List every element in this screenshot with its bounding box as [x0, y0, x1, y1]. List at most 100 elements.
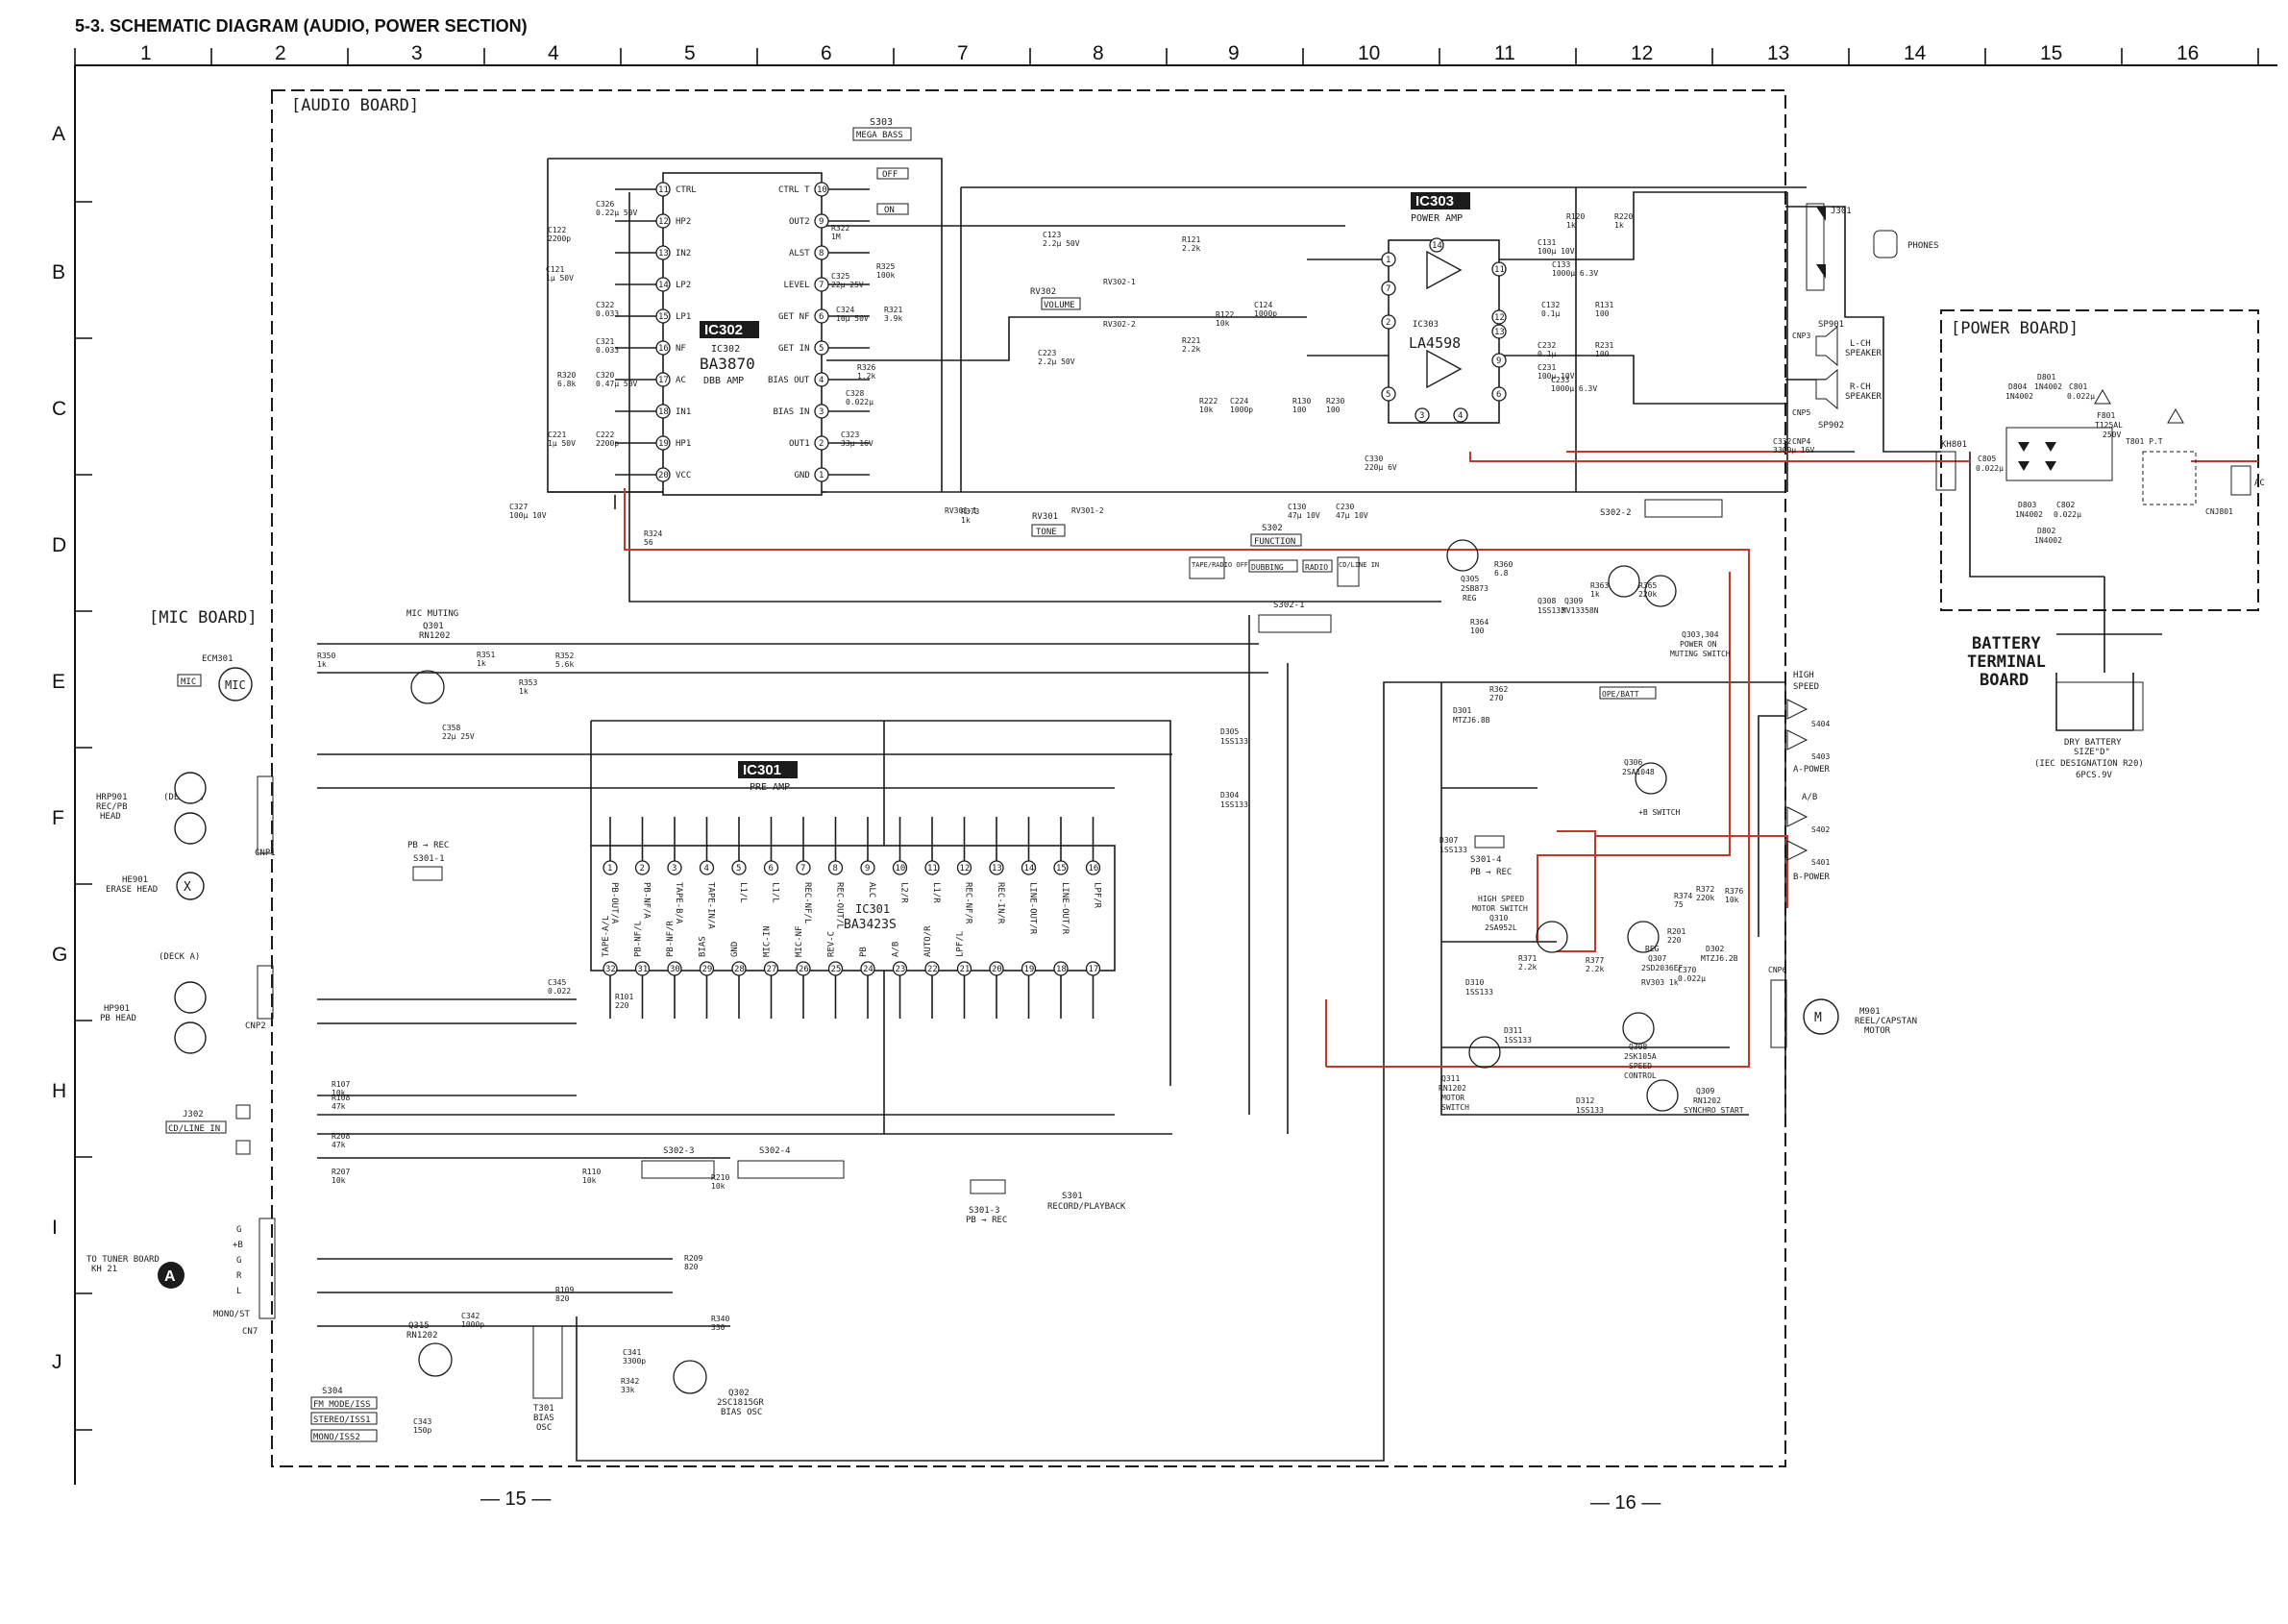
ic301-pin — [731, 860, 747, 875]
svg-text:OSC: OSC — [536, 1423, 552, 1433]
ic302-pin — [814, 404, 829, 419]
s301-record-playback-switch[interactable]: S301 RECORD/PLAYBACK S301-3 PB → REC — [966, 1179, 1126, 1225]
svg-text:1SS133: 1SS133 — [1576, 1106, 1604, 1115]
svg-text:T301: T301 — [533, 1404, 554, 1414]
svg-text:RN1202: RN1202 — [419, 631, 451, 641]
component-value: 0.1μ — [1538, 350, 1556, 358]
ic301-pin-name: PB-NF/R — [666, 920, 676, 957]
component-ref: C328 — [846, 389, 864, 398]
ic302-pin — [814, 308, 829, 324]
q311-transistor-icon — [1468, 1036, 1501, 1069]
svg-text:Q302: Q302 — [728, 1389, 750, 1398]
ic301-pin — [699, 860, 715, 875]
s302-3-switch[interactable]: S302-3 — [641, 1146, 715, 1179]
ic302-pin-name: GET NF — [778, 312, 810, 322]
ic302-part-number: BA3870 — [700, 355, 755, 373]
component-ref: C342 — [461, 1312, 480, 1320]
microphone-icon — [218, 667, 253, 701]
ic301-pin-name: BIAS — [699, 936, 708, 957]
row-label-c: C — [52, 398, 66, 420]
svg-text:CD/LINE IN: CD/LINE IN — [1339, 561, 1379, 569]
column-label-2: 2 — [275, 42, 286, 64]
ic302-pin-name: GND — [795, 471, 810, 480]
ic302-pin-name: BIAS OUT — [768, 376, 810, 385]
ic303-pin-number: 9 — [1496, 357, 1501, 366]
ic302-pin — [814, 435, 829, 451]
svg-text:HP901: HP901 — [104, 1004, 130, 1014]
component-ref: C345 — [548, 978, 566, 987]
ic302-pin-number: 4 — [819, 376, 824, 385]
ic301-chip-tag — [738, 761, 798, 778]
component-value: 820 — [555, 1294, 570, 1303]
component-ref: R321 — [884, 306, 902, 314]
svg-text:MIC MUTING: MIC MUTING — [406, 609, 458, 619]
svg-text:L-CH: L-CH — [1850, 339, 1871, 349]
svg-text:KH801: KH801 — [1941, 440, 1967, 450]
s301-1-switch[interactable]: S301-1 PB → REC — [407, 841, 449, 881]
power-board-circuit: KH801 D804 1N4002 D801 1N4002 C801 0.022… — [1935, 373, 2265, 545]
s302-function-switch[interactable]: S302 FUNCTION TAPE/RADIO OFF DUBBING RAD… — [1189, 524, 1379, 587]
component-value: 47μ 10V — [1288, 511, 1320, 520]
speaker-icon — [1815, 325, 1838, 367]
ic301-pin-name: L1/R — [931, 882, 941, 903]
component-value: 47k — [332, 1141, 346, 1149]
component-ref: C130 — [1288, 503, 1306, 511]
svg-text:X: X — [184, 880, 191, 895]
component-ref: C341 — [623, 1348, 641, 1357]
row-ruler — [75, 64, 92, 1431]
rv302-volume-control[interactable]: RV302 VOLUME RV302-1 RV302-2 — [1030, 278, 1136, 329]
column-label-1: 1 — [140, 42, 152, 64]
signal-traces — [624, 451, 2258, 1068]
column-label-13: 13 — [1767, 42, 1789, 64]
svg-text:MIC: MIC — [181, 677, 196, 687]
component-ref: R201 — [1667, 927, 1685, 936]
row-label-i: I — [52, 1217, 58, 1239]
component-value: 820 — [684, 1263, 699, 1271]
component-value: 150p — [413, 1426, 431, 1435]
page-number-left: — 15 — — [480, 1489, 551, 1510]
svg-text:S303: S303 — [870, 117, 893, 128]
ic301-pin-name: A/B — [892, 942, 901, 957]
component-ref: C322 — [596, 301, 614, 309]
component-value: 1000p — [1230, 406, 1253, 414]
s302-4-switch[interactable]: S302-4 — [737, 1146, 845, 1179]
svg-text:RN1202: RN1202 — [1439, 1084, 1466, 1093]
svg-text:1SS133: 1SS133 — [1439, 846, 1467, 854]
motor: CNP6 M M901 REEL/CAPSTAN MOTOR — [1768, 966, 1917, 1048]
s302-2-switch[interactable]: S302-2 — [1600, 499, 1723, 518]
svg-text:S302: S302 — [1262, 524, 1283, 533]
rv301-tone-control[interactable]: RV301 TONE RV301-1 RV301-2 — [945, 506, 1104, 537]
rec-pb-head-icon — [174, 812, 207, 845]
ic302-pin-name: NF — [676, 344, 686, 354]
component-ref: R207 — [332, 1168, 350, 1176]
component-value: 5.6k — [555, 660, 574, 669]
svg-text:Q307: Q307 — [1648, 954, 1666, 963]
s303-mega-bass-switch[interactable]: S303 MEGA BASS OFF ON — [852, 117, 912, 215]
svg-text:ECM301: ECM301 — [202, 654, 234, 664]
s302-1-switch[interactable]: S302-1 — [1258, 601, 1332, 633]
ic301-pin — [1021, 961, 1037, 976]
s301-4-switch[interactable]: S301-4 PB → REC — [1470, 835, 1512, 877]
svg-text:S403: S403 — [1811, 752, 1830, 761]
component-ref: C123 — [1043, 231, 1061, 239]
svg-text:PB → REC: PB → REC — [966, 1216, 1007, 1225]
ic301-pin-number: 28 — [734, 965, 745, 974]
svg-text:REG: REG — [1645, 945, 1660, 953]
component-ref: R210 — [711, 1173, 729, 1182]
svg-text:HIGH SPEED: HIGH SPEED — [1478, 895, 1524, 903]
ic301-pin-number: 17 — [1089, 965, 1099, 974]
svg-text:CNP5: CNP5 — [1792, 408, 1810, 417]
component-value: 220μ 6V — [1365, 463, 1397, 472]
component-ref: R373 — [961, 507, 979, 516]
s304-fm-mode-switch[interactable]: S304 FM MODE/ISS STEREO/ISS1 MONO/ISS2 — [310, 1387, 378, 1442]
ic301-pin-number: 24 — [863, 965, 873, 974]
ic302-pin-name: HP2 — [676, 217, 691, 227]
